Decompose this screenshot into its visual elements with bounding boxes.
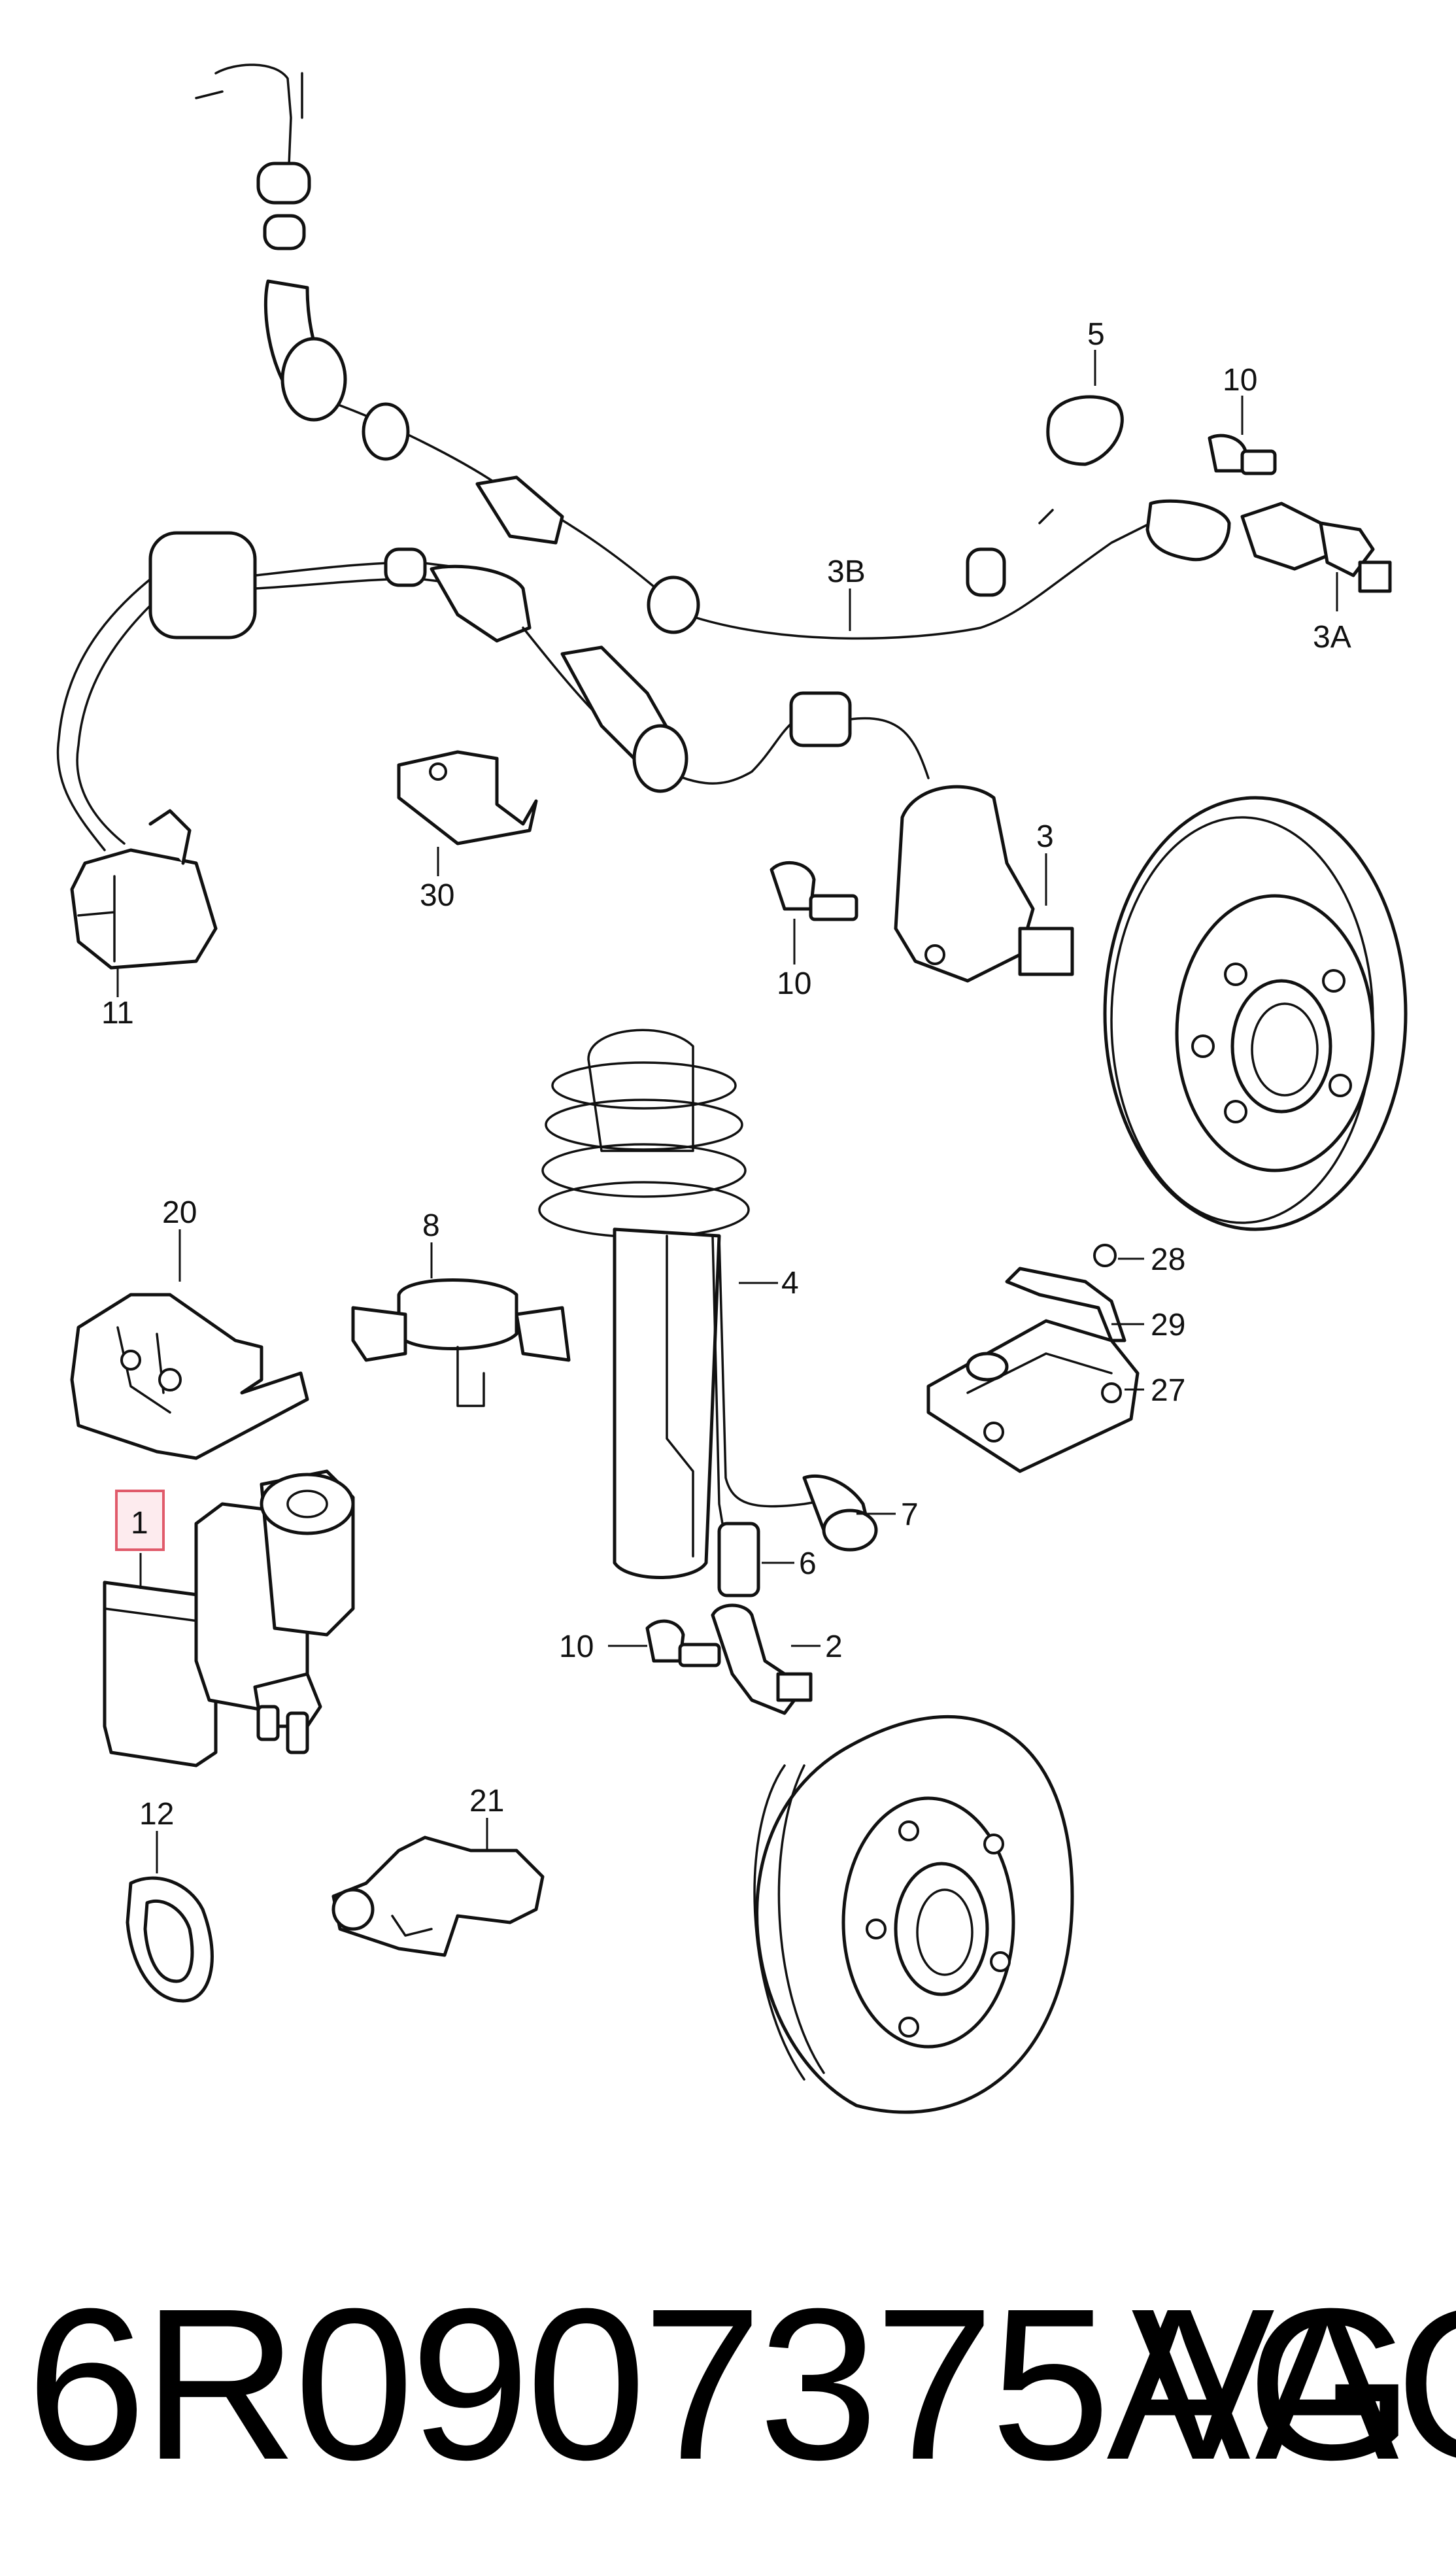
callout-10-lower: 10 [559,1630,594,1664]
callout-1: 1 [131,1506,148,1541]
brake-disc-upper [1103,796,1408,1231]
callout-labels: 5 10 3A 3B 3 10 11 30 20 8 4 28 29 27 7 … [101,317,1351,1832]
bracket-8 [351,1278,571,1407]
level-sensor-6 [717,1522,760,1597]
seal-12 [126,1876,214,2003]
callout-4: 4 [781,1266,799,1301]
callout-12: 12 [139,1797,174,1832]
callout-5: 5 [1087,317,1105,352]
callout-3A: 3A [1313,620,1351,655]
callout-20: 20 [162,1195,197,1230]
grommet-5 [1046,395,1124,466]
callout-3: 3 [1036,819,1054,854]
bolt-10-top [1208,434,1277,475]
connector-7 [802,1474,878,1552]
callout-6: 6 [799,1546,817,1581]
callout-7: 7 [901,1497,919,1532]
callout-8: 8 [422,1208,440,1243]
leader-lines [116,350,1338,1873]
wheel-speed-sensor-3A [1145,499,1392,593]
wheel-speed-sensor-3 [894,785,1074,983]
part-number: 6R0907375AG [26,2263,1410,2504]
bracket-30 [397,750,538,845]
sensor-cable-3B [195,63,1152,640]
callout-21: 21 [469,1784,504,1818]
module-20 [70,1293,309,1460]
highlight-box [115,1490,165,1551]
callout-1-highlight: 1 [115,1490,165,1551]
callout-30: 30 [420,878,454,913]
brake-disc-lower [753,1715,1074,2114]
valve-21 [331,1835,545,1957]
level-sensor-27 [926,1319,1140,1473]
sensor-bracket-28 [1005,1244,1126,1342]
sensor-cable-3 [56,531,930,851]
callout-29: 29 [1151,1308,1185,1342]
strut-4 [538,1029,845,1579]
air-compressor [194,1469,355,1754]
wheel-speed-sensor-2 [711,1603,813,1715]
callout-3B: 3B [827,555,866,589]
bolt-10-lower [645,1619,721,1667]
brand-label: VAG [1131,2263,1456,2504]
callout-10-top: 10 [1223,363,1257,398]
callout-11: 11 [101,996,134,1031]
callout-28: 28 [1151,1242,1185,1277]
callout-27: 27 [1151,1373,1185,1408]
bolt-10-mid [770,861,858,921]
connector-11 [70,809,218,970]
callout-10-mid: 10 [777,966,811,1001]
callout-2: 2 [825,1630,843,1664]
